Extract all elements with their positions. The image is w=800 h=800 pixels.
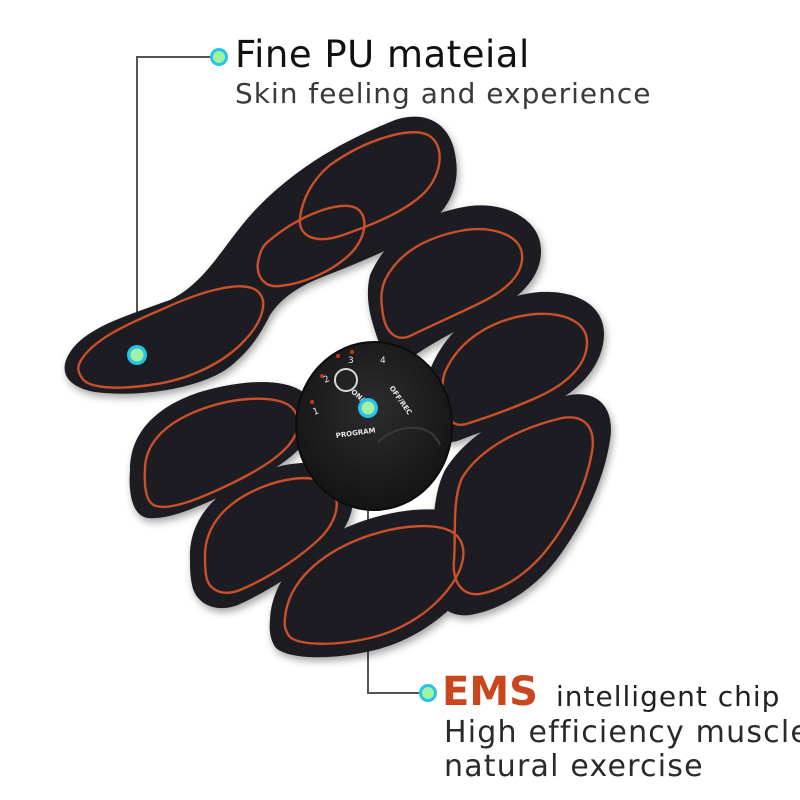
pad-left-mid — [129, 381, 315, 519]
feature-highlight-ems: EMS — [442, 669, 538, 715]
controller-cable — [377, 426, 441, 446]
pad-upper-right — [367, 205, 542, 360]
outline-wing-tip — [298, 131, 441, 241]
power-button-icon[interactable] — [334, 368, 358, 392]
feature-subtitle-pu: Skin feeling and experience — [235, 77, 652, 110]
callout-dot-icon — [358, 398, 378, 418]
feature-title-chip: intelligent chip — [556, 680, 781, 713]
callout-dots — [127, 48, 437, 702]
pad-bottom — [269, 509, 483, 658]
level-led-icon — [336, 354, 340, 358]
feature-title-pu: Fine PU mateial — [235, 33, 530, 76]
outline-upper-right — [380, 227, 524, 339]
callout-dot-icon — [419, 684, 437, 702]
outline-left-lower — [203, 476, 338, 594]
level-led-icon — [350, 350, 354, 354]
feature-line-efficiency: High efficiency muscle — [444, 715, 800, 750]
leader-line-top — [136, 56, 219, 355]
level-label-3: 3 — [348, 356, 354, 366]
outline-bottom — [283, 524, 465, 645]
outline-left-mid — [143, 397, 300, 509]
outline-lower-right — [452, 416, 594, 596]
outline-wing-left — [77, 285, 265, 389]
pad-outlines — [77, 131, 594, 645]
outline-wing-mid — [256, 204, 366, 288]
level-label-4: 4 — [380, 356, 386, 366]
callout-dot-icon — [210, 48, 228, 66]
feature-line-natural: natural exercise — [444, 749, 704, 784]
level-led-icon — [320, 374, 324, 378]
level-label-2: 2 — [322, 374, 331, 385]
controller-unit: 1 2 3 4 ON/INC OFF/REC PROGRAM — [295, 341, 453, 511]
pad-left-lower — [189, 462, 353, 609]
pad-mid-right — [425, 291, 605, 442]
level-led-icon — [310, 400, 314, 404]
callout-dot-icon — [127, 345, 147, 365]
level-label-1: 1 — [312, 406, 321, 417]
